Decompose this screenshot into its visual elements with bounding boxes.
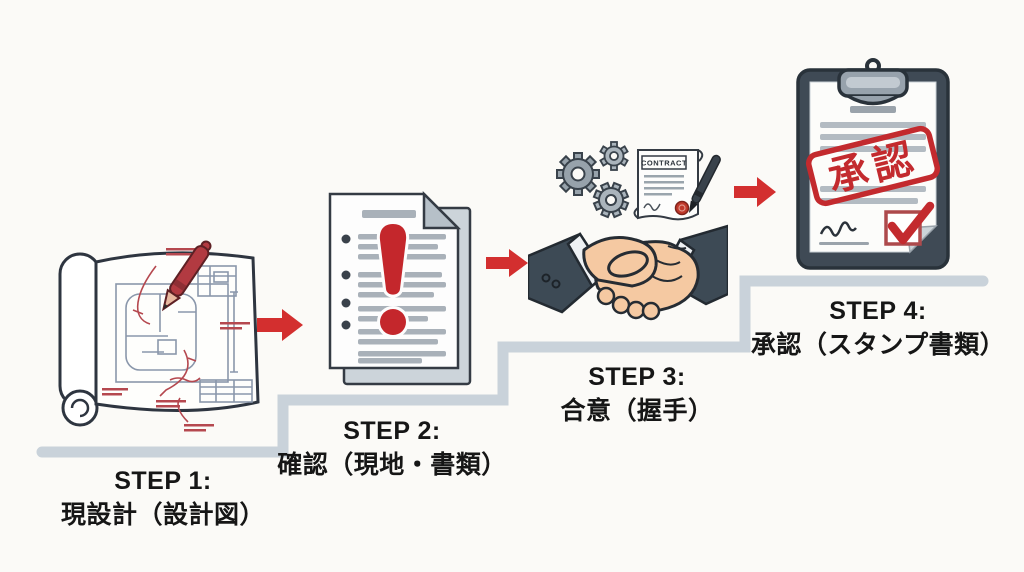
gear-icon [592, 181, 630, 219]
contract-header-text: CONTRACT [641, 159, 687, 168]
thumb [607, 250, 649, 278]
handshake-hands [528, 224, 728, 321]
red-pen-icon [161, 240, 212, 312]
handshake-illustration: CONTRACT [528, 141, 728, 321]
blueprint-sheet [94, 251, 260, 413]
paper-roll [58, 252, 102, 427]
seal-icon [674, 200, 690, 216]
approval-clipboard-illustration: 承認 [796, 58, 950, 270]
contract-icon: CONTRACT [633, 149, 721, 221]
step-3-label: STEP 3: 合意（握手） [497, 362, 777, 426]
step-2-label: STEP 2: 確認（現地・書類） [252, 416, 532, 480]
step-2-number: STEP 2: [343, 417, 441, 445]
red-note-text [102, 248, 250, 432]
blueprint-illustration [58, 240, 260, 432]
gear-icon [556, 152, 600, 196]
folded-corner [422, 190, 462, 230]
exclamation-icon [376, 220, 410, 338]
pen-icon [688, 154, 721, 214]
arrow-right-icon [734, 177, 776, 207]
arrow-right-icon [257, 309, 303, 341]
bullet-points [341, 234, 351, 330]
alert-document-illustration [328, 190, 472, 386]
step-4-title: 承認（スタンプ書類） [750, 330, 1006, 359]
step-1-number: STEP 1: [114, 467, 212, 495]
red-annotations [132, 265, 201, 423]
step-1-title: 現設計（設計図） [60, 500, 265, 529]
arrow-right-icon [486, 249, 528, 277]
signature [819, 221, 869, 245]
checkbox-checked-icon [884, 201, 935, 246]
step-4-label: STEP 4: 承認（スタンプ書類） [733, 296, 1023, 360]
step-1-label: STEP 1: 現設計（設計図） [23, 466, 303, 530]
step-3-number: STEP 3: [588, 363, 686, 391]
step-4-number: STEP 4: [829, 297, 927, 325]
clip [837, 68, 909, 106]
step-2-title: 確認（現地・書類） [277, 450, 507, 479]
gear-icon [599, 141, 629, 171]
step-3-title: 合意（握手） [560, 396, 714, 425]
